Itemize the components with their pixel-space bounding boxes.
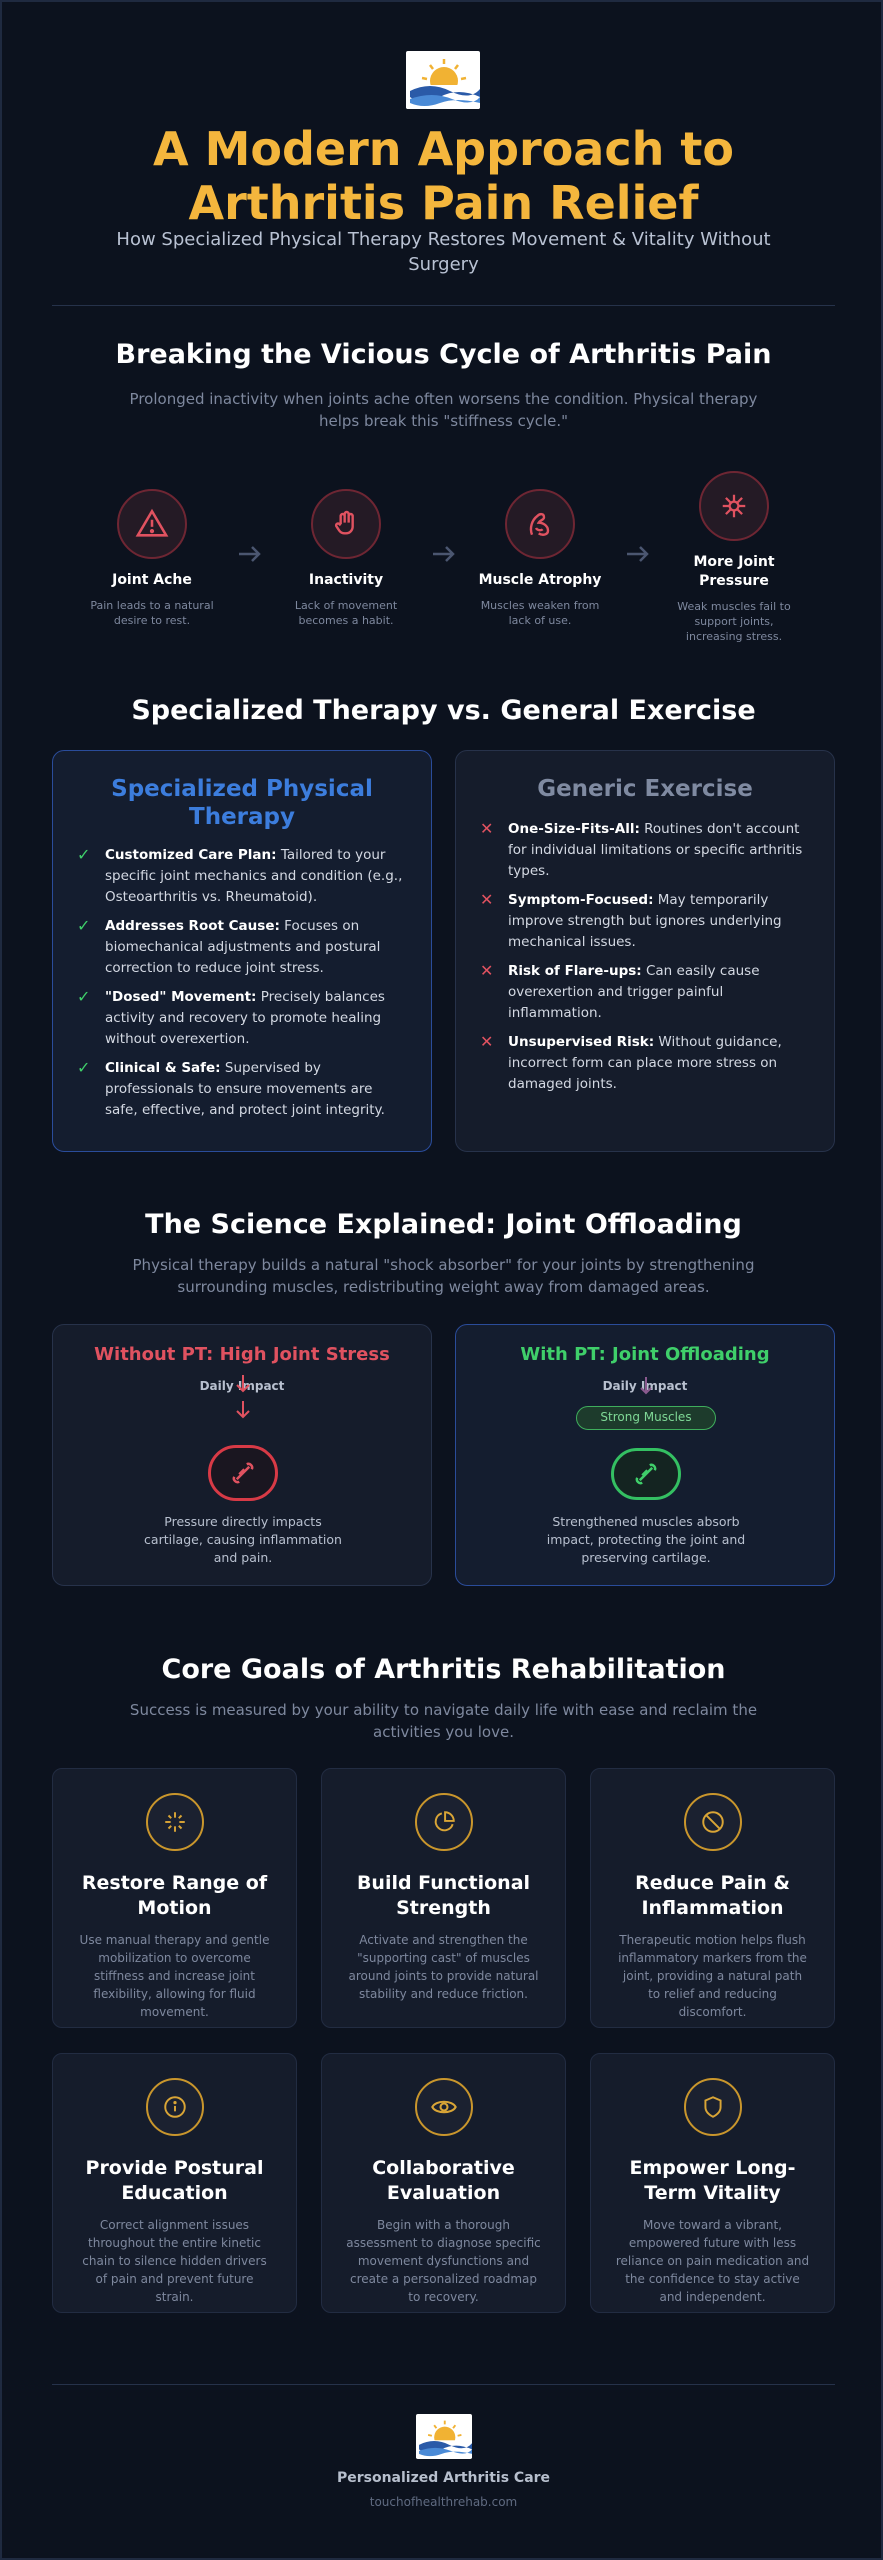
arrow-down-icon (640, 1377, 652, 1395)
page-subtitle: How Specialized Physical Therapy Restore… (116, 229, 771, 275)
arrow-right-icon (433, 546, 455, 562)
list-item: ✓ Clinical & Safe: Supervised by profess… (77, 1058, 409, 1121)
step-title: Joint Ache (112, 572, 192, 588)
goal-title: Empower Long-Term Vitality (629, 2157, 796, 2204)
footer-title: Personalized Arthritis Care (336, 2470, 551, 2486)
list-item: ✕ Unsupervised Risk: Without guidance, i… (480, 1032, 812, 1095)
goal-card-reduce-pain: Reduce Pain & Inflammation Therapeutic m… (590, 1768, 835, 2028)
daily-impact-label: Daily Impact (199, 1379, 285, 1393)
check-icon: ✓ (77, 845, 91, 864)
generic-exercise-card: Generic Exercise ✕ One-Size-Fits-All: Ro… (455, 750, 835, 1152)
cycle-step-joint-ache: Joint Ache Pain leads to a natural desir… (72, 489, 232, 628)
header-divider (52, 305, 835, 306)
protected-joint-icon (611, 1448, 681, 1500)
step-desc: Lack of movement becomes a habit. (294, 599, 398, 627)
with-pt-desc: Strengthened muscles absorb impact, prot… (546, 1514, 746, 1565)
list-item: ✓ "Dosed" Movement: Precisely balances a… (77, 987, 409, 1050)
science-title: The Science Explained: Joint Offloading (145, 1209, 742, 1240)
arrow-right-icon (627, 546, 649, 562)
step-title: More Joint Pressure (693, 554, 775, 589)
goals-title: Core Goals of Arthritis Rehabilitation (161, 1654, 726, 1685)
goal-card-functional-strength: Build Functional Strength Activate and s… (321, 1768, 566, 2028)
goal-title: Collaborative Evaluation (372, 2157, 515, 2204)
warning-icon (117, 489, 187, 559)
ban-icon (683, 1793, 742, 1851)
comparison-title: Specialized Therapy vs. General Exercise (131, 695, 756, 726)
with-pt-card: With PT: Joint Offloading Daily Impact S… (455, 1324, 835, 1586)
step-desc: Muscles weaken from lack of use. (480, 599, 600, 627)
step-desc: Pain leads to a natural desire to rest. (90, 599, 214, 627)
arrow-down-icon (236, 1375, 250, 1419)
goal-desc: Correct alignment issues throughout the … (82, 2218, 267, 2304)
step-desc: Weak muscles fail to support joints, inc… (677, 600, 791, 643)
cycle-step-joint-pressure: More Joint Pressure Weak muscles fail to… (654, 471, 814, 644)
goal-desc: Move toward a vibrant, empowered future … (615, 2218, 810, 2304)
goal-title: Provide Postural Education (85, 2157, 264, 2204)
list-item: ✓ Addresses Root Cause: Focuses on biome… (77, 916, 409, 979)
x-icon: ✕ (480, 961, 494, 980)
list-item: ✓ Customized Care Plan: Tailored to your… (77, 845, 409, 908)
info-icon (145, 2078, 204, 2136)
list-item: ✕ One-Size-Fits-All: Routines don't acco… (480, 819, 812, 882)
page-title: A Modern Approach to Arthritis Pain Reli… (153, 122, 734, 230)
step-title: Muscle Atrophy (478, 572, 602, 588)
strong-muscles-badge: Strong Muscles (576, 1406, 716, 1430)
pie-chart-icon (414, 1793, 473, 1851)
weak-muscle-icon (505, 489, 575, 559)
arrow-right-icon (239, 546, 261, 562)
list-item: ✕ Symptom-Focused: May temporarily impro… (480, 890, 812, 953)
goal-title: Restore Range of Motion (81, 1872, 268, 1919)
check-icon: ✓ (77, 916, 91, 935)
step-title: Inactivity (308, 572, 384, 588)
check-icon: ✓ (77, 987, 91, 1006)
x-icon: ✕ (480, 819, 494, 838)
generic-heading: Generic Exercise (537, 776, 753, 802)
burst-icon (699, 471, 769, 541)
goal-desc: Begin with a thorough assessment to diag… (346, 2218, 541, 2304)
cycle-subtitle: Prolonged inactivity when joints ache of… (129, 390, 758, 430)
eye-icon (414, 2078, 473, 2136)
list-item: ✕ Risk of Flare-ups: Can easily cause ov… (480, 961, 812, 1024)
goal-desc: Use manual therapy and gentle mobilizati… (79, 1933, 270, 2019)
cycle-title: Breaking the Vicious Cycle of Arthritis … (115, 339, 772, 370)
specialized-heading: Specialized Physical Therapy (111, 776, 373, 830)
science-subtitle: Physical therapy builds a natural "shock… (132, 1256, 755, 1296)
x-icon: ✕ (480, 1032, 494, 1051)
goal-card-collaborative-evaluation: Collaborative Evaluation Begin with a th… (321, 2053, 566, 2313)
specialized-therapy-card: Specialized Physical Therapy ✓ Customize… (52, 750, 432, 1152)
footer-divider (52, 2384, 835, 2385)
footer-url[interactable]: touchofhealthrehab.com (369, 2495, 518, 2509)
with-pt-heading: With PT: Joint Offloading (520, 1344, 770, 1365)
stressed-joint-icon (208, 1445, 278, 1501)
check-icon: ✓ (77, 1058, 91, 1077)
goal-title: Build Functional Strength (356, 1872, 531, 1919)
brand-logo (406, 51, 480, 109)
sparkle-icon (145, 1793, 204, 1851)
without-pt-desc: Pressure directly impacts cartilage, cau… (144, 1514, 342, 1565)
goal-desc: Therapeutic motion helps flush inflammat… (618, 1933, 807, 2019)
without-pt-heading: Without PT: High Joint Stress (94, 1344, 390, 1365)
x-icon: ✕ (480, 890, 494, 909)
goals-subtitle: Success is measured by your ability to n… (129, 1701, 758, 1741)
goal-card-long-term-vitality: Empower Long-Term Vitality Move toward a… (590, 2053, 835, 2313)
goal-desc: Activate and strengthen the "supporting … (348, 1933, 539, 2001)
goal-card-postural-education: Provide Postural Education Correct align… (52, 2053, 297, 2313)
hand-stop-icon (311, 489, 381, 559)
cycle-step-inactivity: Inactivity Lack of movement becomes a ha… (266, 489, 426, 628)
goal-title: Reduce Pain & Inflammation (635, 1872, 790, 1919)
without-pt-card: Without PT: High Joint Stress Daily Impa… (52, 1324, 432, 1586)
daily-impact-label: Daily Impact (602, 1379, 688, 1393)
shield-icon (683, 2078, 742, 2136)
footer-logo (416, 2414, 472, 2459)
goal-card-range-of-motion: Restore Range of Motion Use manual thera… (52, 1768, 297, 2028)
cycle-step-muscle-atrophy: Muscle Atrophy Muscles weaken from lack … (460, 489, 620, 628)
